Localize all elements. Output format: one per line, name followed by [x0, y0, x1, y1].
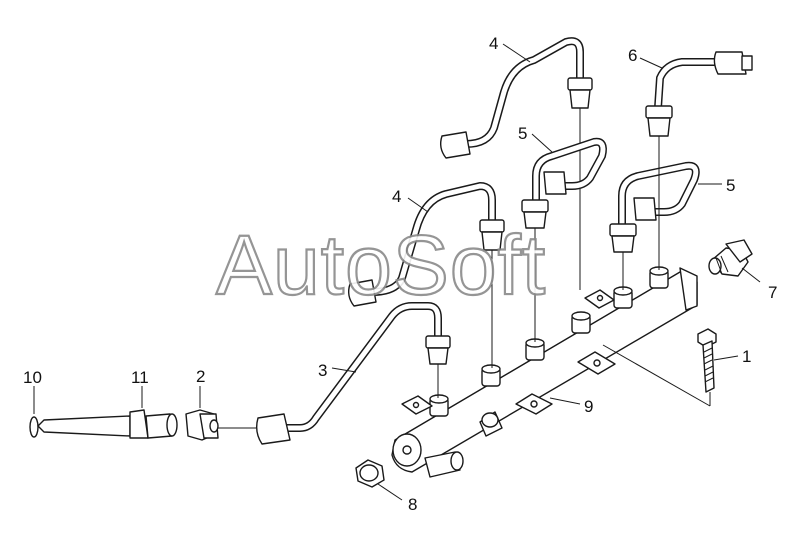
callout-5-center: 5	[518, 124, 527, 143]
callout-3: 3	[318, 361, 327, 380]
injector-line-5-right	[609, 161, 700, 290]
pressure-sensor	[708, 239, 753, 277]
injector-line-4-upper	[439, 37, 593, 290]
callout-labels: 1 2 3 4 4 5 5 6 7 8 9 10 11	[23, 34, 777, 514]
callout-8: 8	[408, 495, 417, 514]
injector-line-3	[255, 302, 451, 445]
callout-4-upper: 4	[489, 34, 498, 53]
leader-lines	[33, 43, 761, 501]
callout-6: 6	[628, 46, 637, 65]
rail-outlet-bosses	[429, 266, 669, 417]
callout-10: 10	[23, 368, 42, 387]
watermark-text: AutoSoft	[216, 218, 546, 312]
callout-7: 7	[768, 283, 777, 302]
fuel-rail	[391, 266, 698, 478]
callout-1: 1	[742, 347, 751, 366]
callout-11: 11	[131, 368, 149, 387]
callout-2: 2	[196, 367, 205, 386]
mounting-bolt	[697, 328, 717, 393]
injector-line-6	[645, 51, 753, 270]
spacer-plates	[515, 351, 616, 415]
callout-4-lower: 4	[392, 187, 401, 206]
injector-line-4-lower	[347, 182, 505, 368]
injector-line-5-center	[521, 137, 607, 342]
callout-9: 9	[584, 397, 593, 416]
callout-5-right: 5	[726, 176, 735, 195]
injector-parts	[29, 409, 219, 441]
plug-bolt	[355, 459, 385, 488]
